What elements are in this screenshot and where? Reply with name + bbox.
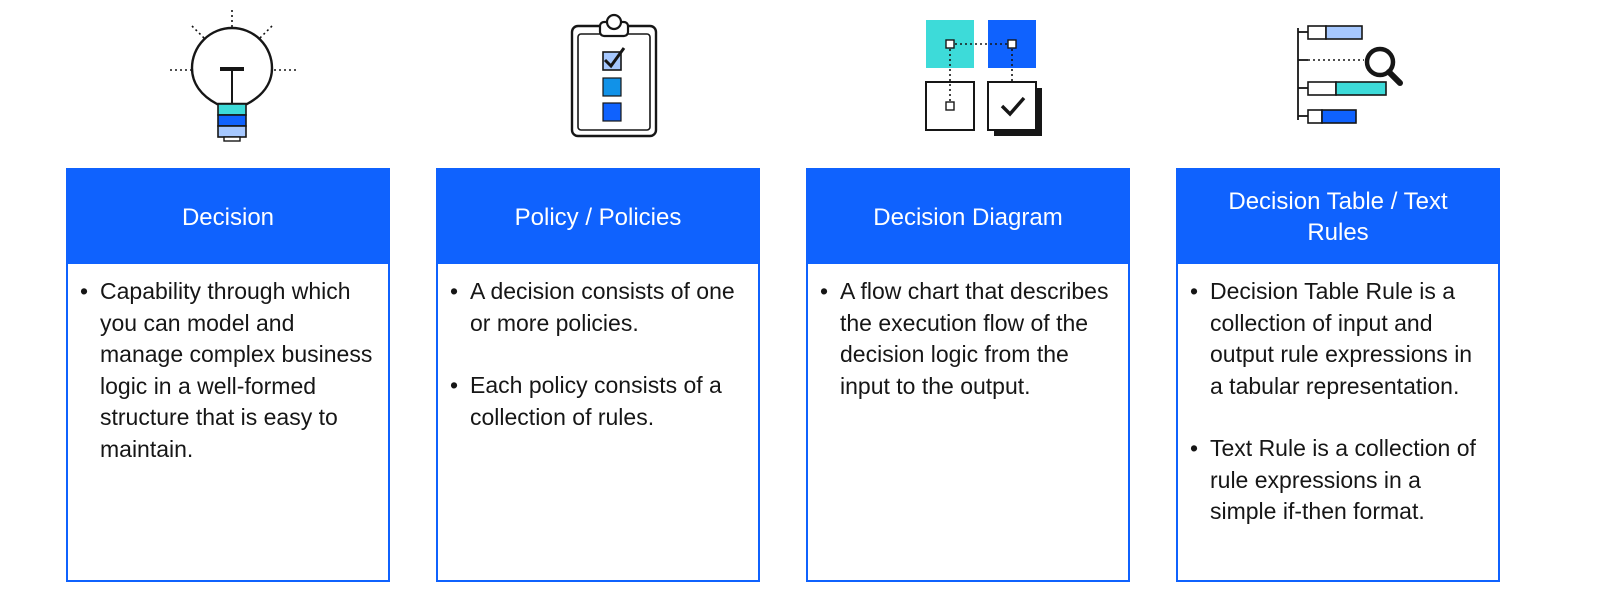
clipboard-checklist-icon bbox=[544, 8, 684, 144]
card-title: Decision Diagram bbox=[808, 170, 1128, 264]
card-body: A flow chart that describes the executio… bbox=[808, 264, 1128, 402]
card-body: Capability through which you can model a… bbox=[68, 264, 388, 465]
card-policy: Policy / Policies A decision consists of… bbox=[436, 168, 760, 582]
decision-diagram-icon bbox=[914, 8, 1054, 144]
card-decision-diagram: Decision Diagram A flow chart that descr… bbox=[806, 168, 1130, 582]
bullet-item: A decision consists of one or more polic… bbox=[448, 276, 744, 339]
card-body: A decision consists of one or more polic… bbox=[438, 264, 758, 433]
card-title: Policy / Policies bbox=[438, 170, 758, 264]
card-decision-table: Decision Table / Text Rules Decision Tab… bbox=[1176, 168, 1500, 582]
bullet-item: Decision Table Rule is a collection of i… bbox=[1188, 276, 1484, 402]
card-body: Decision Table Rule is a collection of i… bbox=[1178, 264, 1498, 528]
card-title: Decision Table / Text Rules bbox=[1178, 170, 1498, 264]
lightbulb-icon bbox=[162, 8, 302, 144]
bullet-item: Text Rule is a collection of rule expres… bbox=[1188, 433, 1484, 528]
bullet-item: Capability through which you can model a… bbox=[78, 276, 374, 465]
bullet-item: A flow chart that describes the executio… bbox=[818, 276, 1114, 402]
bullet-item: Each policy consists of a collection of … bbox=[448, 370, 744, 433]
card-title: Decision bbox=[68, 170, 388, 264]
card-decision: Decision Capability through which you ca… bbox=[66, 168, 390, 582]
table-search-icon bbox=[1284, 8, 1424, 144]
